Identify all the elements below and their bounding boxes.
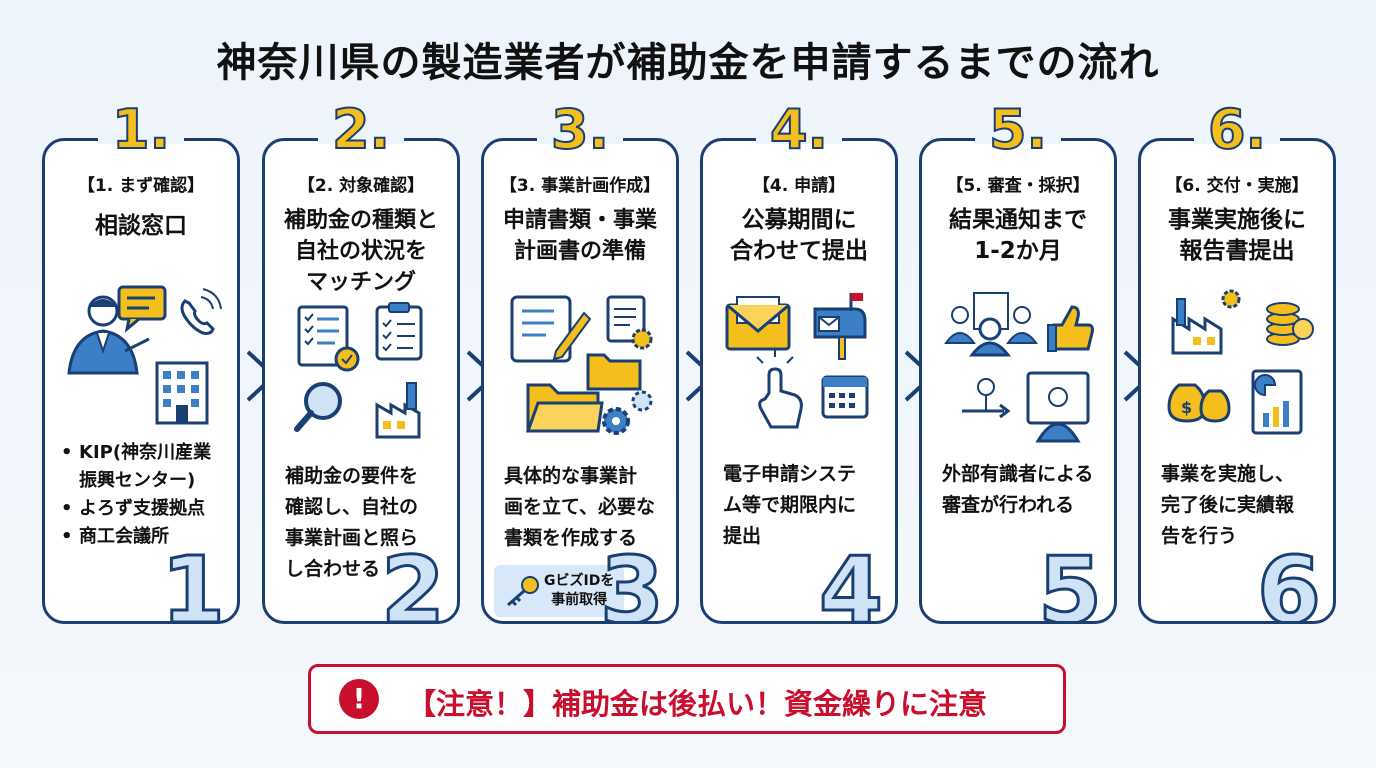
thumbs-up-icon: [1047, 305, 1094, 352]
step-4-subtitle: 公募期間に 合わせて提出: [730, 207, 868, 264]
coins-icon: [1266, 302, 1314, 346]
step-5-header: 【5. 審査・採択】: [946, 176, 1090, 196]
timeline-icon: [962, 378, 1011, 419]
mailbox-icon: [813, 293, 867, 360]
step-4-icons: [725, 293, 869, 429]
step-5-big-number: 5: [1036, 537, 1103, 624]
consultant-person-icon: [67, 295, 150, 375]
step-3-number: 3.: [481, 97, 679, 162]
step-2-subtitle: 補助金の種類と 自社の状況を マッチング: [283, 208, 438, 295]
click-hand-icon: [756, 349, 803, 429]
step-3-description: 具体的な事業計 画を立て、必要な 書類を作成する: [504, 465, 656, 549]
list-item: よろず支援拠点: [59, 495, 231, 523]
notice-text: 【注意！】補助金は後払い！資金繰りに注意: [407, 687, 988, 721]
step-3-icons: [510, 295, 653, 435]
step-3-big-number: 3: [598, 537, 665, 624]
step-1-number: 1.: [42, 97, 240, 162]
factory-gear-icon: [1171, 289, 1241, 355]
step-2-card: 【2. 対象確認】 補助金の種類と 自社の状況を マッチング: [262, 97, 460, 624]
tablet-pen-icon: [510, 295, 592, 363]
step-6-big-number: 6: [1255, 537, 1322, 624]
step-1-subtitle: 相談窓口: [95, 213, 187, 239]
step-5-number: 5.: [919, 97, 1117, 162]
step-3-subtitle: 申請書類・事業 計画書の準備: [502, 208, 657, 264]
list-item: KIP(神奈川産業 振興センター): [59, 439, 231, 495]
phone-icon: [180, 288, 222, 335]
step-2-icons: [294, 302, 423, 439]
report-chart-icon: [1251, 369, 1303, 435]
factory-icon: [375, 382, 421, 439]
step-6-header: 【6. 交付・実施】: [1165, 176, 1309, 196]
gears-icon: [602, 390, 653, 435]
document-gear-icon: [606, 295, 653, 350]
payment-notice: ! 【注意！】補助金は後払い！資金繰りに注意: [308, 664, 1066, 734]
presenter-screen-icon: [1026, 371, 1090, 443]
magnifier-icon: [294, 382, 342, 432]
step-1-icons: [67, 285, 222, 425]
step-4-number: 4.: [700, 97, 898, 162]
step-1-header: 【1. まず確認】: [77, 176, 205, 196]
exclamation-icon: !: [339, 679, 379, 719]
office-building-icon: [155, 361, 209, 425]
step-1-bullets: KIP(神奈川産業 振興センター) よろず支援拠点 商工会議所: [59, 439, 231, 551]
money-bags-icon: $: [1167, 383, 1231, 423]
step-3-card: 【3. 事業計画作成】 申請書類・事業 計画書の準備: [481, 97, 679, 624]
step-2-header: 【2. 対象確認】: [297, 176, 425, 196]
step-2-number: 2.: [262, 97, 460, 162]
step-2-big-number: 2: [379, 537, 446, 624]
step-5-subtitle: 結果通知まで 1-2か月: [949, 207, 1087, 264]
step-6-icons: $: [1167, 289, 1314, 435]
gbiz-id-note: GビズIDを 事前取得: [494, 565, 624, 617]
step-5-card: 【5. 審査・採択】 結果通知まで 1-2か月: [919, 97, 1117, 624]
step-4-card: 【4. 申請】 公募期間に 合わせて提出: [700, 97, 898, 624]
step-4-header: 【4. 申請】: [752, 176, 846, 196]
key-icon: [507, 576, 539, 607]
step-4-big-number: 4: [817, 537, 884, 624]
review-panel-icon: [944, 292, 1038, 357]
step-5-icons: [944, 292, 1094, 443]
step-6-number: 6.: [1138, 97, 1336, 162]
folder-open-icon: [525, 383, 604, 433]
step-6-card: 【6. 交付・実施】 事業実施後に 報告書提出 $: [1138, 97, 1336, 624]
step-3-header: 【3. 事業計画作成】: [499, 176, 661, 196]
step-5-description: 外部有識者による 審査が行われる: [942, 463, 1094, 516]
step-1-card: 【1. まず確認】 相談窓口: [42, 97, 240, 624]
step-2-description: 補助金の要件を 確認し、自社の 事業計画と照ら し合わせる: [285, 465, 419, 580]
svg-text:$: $: [1181, 398, 1192, 417]
calendar-icon: [821, 375, 869, 419]
checklist-document-icon: [297, 305, 360, 372]
chat-bubble-icon: [117, 285, 167, 333]
envelope-icon: [725, 296, 791, 351]
step-1-big-number: 1: [159, 537, 226, 624]
clipboard-icon: [375, 302, 423, 361]
page-title: 神奈川県の製造業者が補助金を申請するまでの流れ: [216, 40, 1160, 86]
list-item: 商工会議所: [59, 523, 231, 551]
gbiz-id-text: GビズIDを 事前取得: [544, 573, 615, 608]
step-4-description: 電子申請システ ム等で期限内に 提出: [723, 463, 857, 547]
step-6-subtitle: 事業実施後に 報告書提出: [1168, 207, 1306, 264]
folder-icon: [586, 353, 642, 391]
step-6-description: 事業を実施し、 完了後に実績報 告を行う: [1161, 463, 1295, 547]
